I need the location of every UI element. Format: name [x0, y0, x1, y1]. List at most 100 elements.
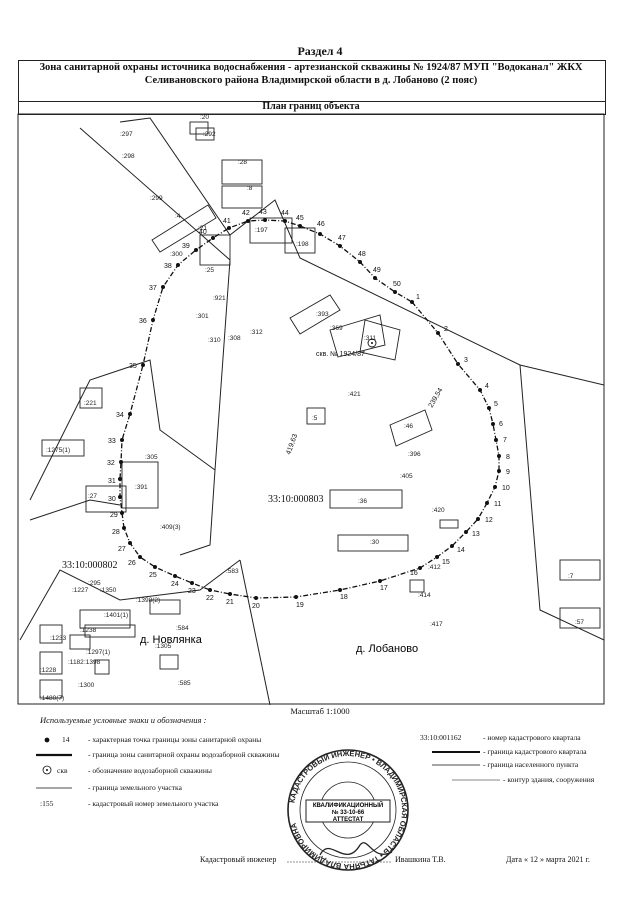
- zone-point-marker: [358, 260, 362, 264]
- zone-point-marker: [118, 477, 122, 481]
- zone-point-marker: [138, 555, 142, 559]
- parcel-number: :221: [84, 400, 97, 407]
- parcel-number: :1227: [72, 587, 89, 594]
- zone-point-marker: [478, 388, 482, 392]
- zone-point-label: 28: [112, 529, 120, 536]
- legend-symbols: [36, 737, 500, 789]
- parcel-number: :1305: [155, 643, 172, 650]
- legend-item: - обозначение водозаборной скважины: [88, 766, 212, 775]
- legend-well-symbol: [46, 769, 48, 771]
- parcel-number: :420: [432, 507, 445, 514]
- parcel-number: :197: [255, 227, 268, 234]
- legend-item: - граница населенного пункта: [483, 760, 579, 769]
- zone-point-marker: [161, 285, 165, 289]
- parcel-number: :1398(2): [136, 597, 160, 604]
- zone-point-marker: [228, 592, 232, 596]
- zone-point-marker: [373, 276, 377, 280]
- zone-point-label: 49: [373, 267, 381, 274]
- parcel-number: :300: [170, 251, 183, 258]
- village-novlyanka: д. Новлянка: [140, 634, 203, 646]
- parcel-number: :417: [430, 621, 443, 628]
- plan-title: План границ объекта: [262, 101, 360, 112]
- well-marker: [367, 338, 377, 348]
- zone-point-marker: [497, 469, 501, 473]
- legend-title: Используемые условные знаки и обозначени…: [40, 715, 207, 725]
- zone-title: Зона санитарной охраны источника водосна…: [39, 62, 583, 86]
- zone-point-marker: [378, 579, 382, 583]
- zone-point-label: 14: [457, 547, 465, 554]
- zone-point-marker: [227, 226, 231, 230]
- parcel-number: :1297(1): [86, 649, 110, 656]
- parcel-number: :1182: [68, 659, 84, 666]
- zone-points-layer: 1234567891011121314151617181920212223242…: [107, 209, 510, 610]
- zone-point-label: 40: [199, 229, 207, 236]
- zone-point-label: 17: [380, 585, 388, 592]
- legend-item: - контур здания, сооружения: [503, 775, 595, 784]
- zone-point-marker: [435, 555, 439, 559]
- legend-parcel-sample: :155: [40, 799, 54, 808]
- zone-point-label: 37: [149, 285, 157, 292]
- stamp-line: № 33-10-66: [332, 809, 365, 816]
- parcel-number: :1275(1): [46, 447, 70, 454]
- parcel-number: :20: [200, 114, 209, 121]
- footer-date: Дата « 12 » марта 2021 г.: [506, 855, 590, 864]
- zone-point-marker: [450, 544, 454, 548]
- zone-point-label: 36: [139, 318, 147, 325]
- zone-point-label: 32: [107, 460, 115, 467]
- zone-point-marker: [173, 574, 177, 578]
- legend-well-sample: скв: [57, 766, 68, 775]
- parcel-number: :1300: [78, 682, 95, 689]
- parcel-number: :308: [228, 335, 241, 342]
- zone-point-label: 5: [494, 401, 498, 408]
- zone-point-label: 48: [358, 251, 366, 258]
- zone-point-marker: [418, 566, 422, 570]
- legend-item: - номер кадастрового квартала: [483, 733, 581, 742]
- zone-point-label: 8: [506, 454, 510, 461]
- zone-point-marker: [176, 263, 180, 267]
- legend-point-sample: 14: [62, 735, 70, 744]
- parcel-number: :1228: [40, 667, 57, 674]
- zone-point-marker: [456, 362, 460, 366]
- header-box: [18, 60, 606, 102]
- zone-point-label: 44: [281, 210, 289, 217]
- zone-point-label: 24: [171, 581, 179, 588]
- zone-point-label: 30: [108, 496, 116, 503]
- zone-point-label: 16: [410, 570, 418, 577]
- zone-point-marker: [487, 406, 491, 410]
- legend-item: - кадастровый номер земельного участка: [88, 799, 219, 808]
- zone-point-marker: [122, 526, 126, 530]
- parcel-number: :301: [196, 313, 209, 320]
- parcel-number: :46: [404, 423, 413, 430]
- map-scale: Масштаб 1:1000: [290, 706, 350, 716]
- parcel-number: :1350: [100, 587, 117, 594]
- zone-point-marker: [120, 511, 124, 515]
- footer-name: Ивашкина Т.В.: [395, 855, 446, 864]
- zone-point-label: 38: [164, 263, 172, 270]
- parcel-number: :585: [178, 680, 191, 687]
- zone-point-label: 13: [472, 531, 480, 538]
- parcel-number: :25: [205, 267, 214, 274]
- parcel-number: :1480(7): [40, 695, 64, 702]
- zone-point-marker: [246, 219, 250, 223]
- zone-point-label: 33: [108, 438, 116, 445]
- parcel-number: :312: [250, 329, 263, 336]
- parcel-number: :299: [150, 195, 163, 202]
- parcel-number: :21: [198, 225, 207, 232]
- zone-point-marker: [254, 596, 258, 600]
- zone-point-label: 27: [118, 546, 126, 553]
- zone-point-label: 23: [188, 588, 196, 595]
- well-label: скв. № 1924/87: [316, 351, 365, 358]
- parcel-number: :27: [88, 493, 97, 500]
- parcel-number: :198: [296, 241, 309, 248]
- zone-point-marker: [294, 595, 298, 599]
- zone-point-marker: [141, 363, 145, 367]
- parcel-number: :5: [312, 415, 318, 422]
- zone-point-label: 20: [252, 603, 260, 610]
- zone-point-marker: [263, 218, 267, 222]
- zone-point-label: 43: [259, 209, 267, 216]
- legend-item: - граница кадастрового квартала: [483, 747, 587, 756]
- zone-point-label: 6: [499, 421, 503, 428]
- parcel-number: :1401(1): [104, 612, 128, 619]
- zone-point-marker: [493, 485, 497, 489]
- parcel-number: :298: [122, 153, 135, 160]
